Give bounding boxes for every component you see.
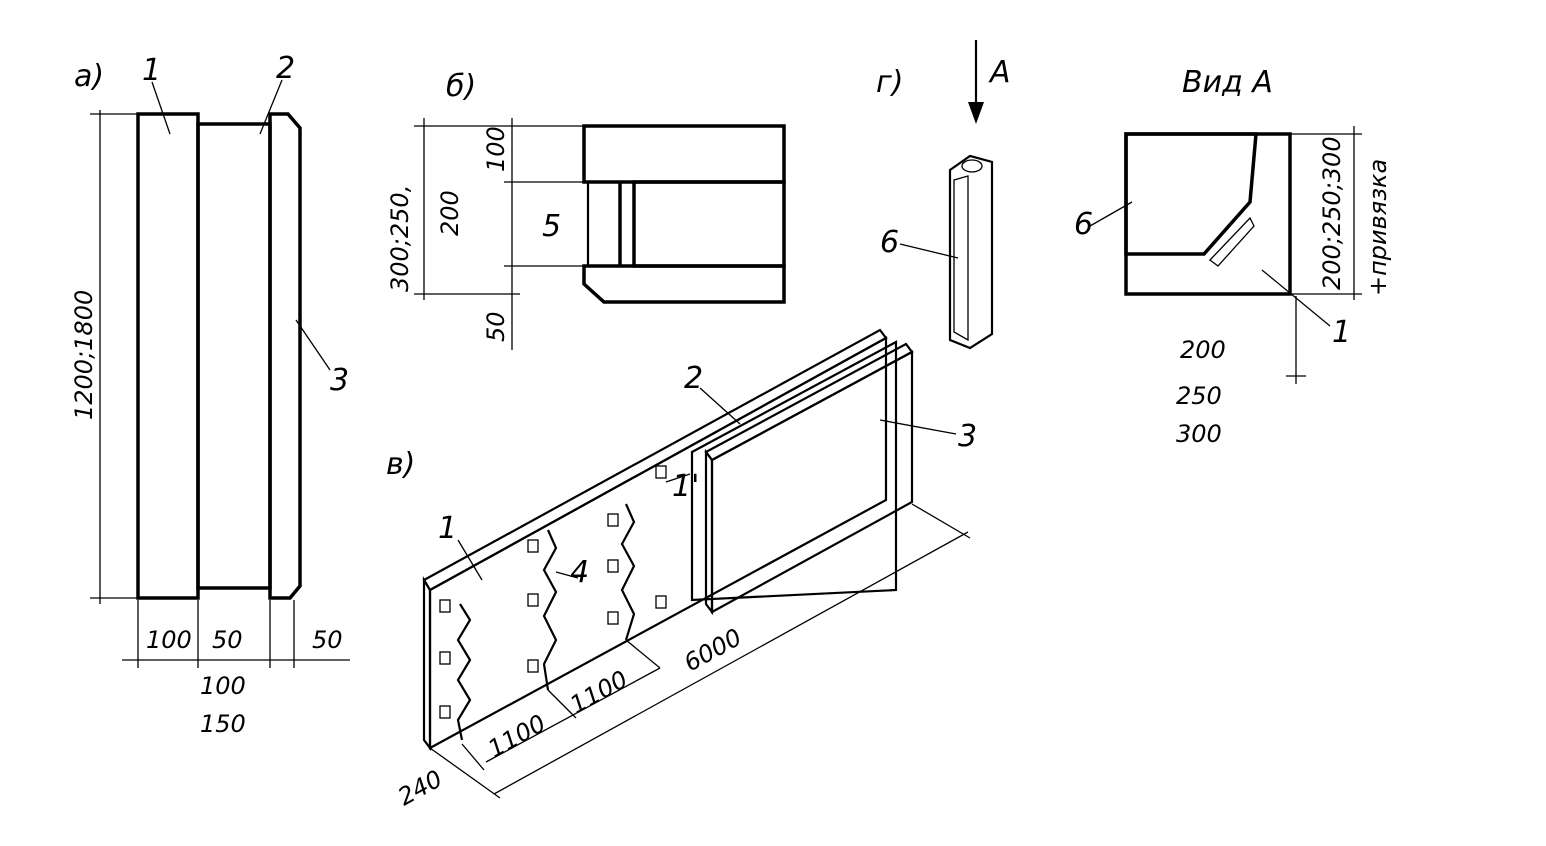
dim-edge-value: 240 [393,765,447,812]
view-a-title: Вид А [1182,65,1273,100]
layer-1-concrete [136,112,200,600]
layer-2-insulation [196,122,272,590]
view-a-tag: а) [74,59,104,94]
panel-2-insulation [690,340,898,602]
corner-insert [1209,216,1255,267]
view-a-detail: Вид А 6 1 200;250;300 +привязка 200 250 … [1074,65,1392,448]
corner-insulation [1124,132,1258,256]
dim-span2-value: 1100 [565,665,632,719]
ext-line [911,503,971,539]
dim-w2: 250 [1176,382,1222,410]
part-label-1: 1 [142,53,161,88]
loop-connectors [439,465,667,719]
leader-3 [879,419,957,435]
part-label-6: 6 [880,225,899,260]
part-label-1b: 1' [672,469,699,504]
column-top [961,159,983,173]
dim-bottom-value: 50 [482,311,510,342]
dim-w2: 50 [212,626,243,654]
column-insulation [953,175,969,342]
dim-w1: 200 [1180,336,1226,364]
dim-height-value: 1200;1800 [70,290,98,420]
view-b-section: б) 300;250, 200 100 50 5 [386,69,786,350]
view-arrow-head [968,102,984,124]
top-slab [582,124,786,184]
ext-line [547,689,577,719]
leader-4 [555,571,579,579]
leader-1 [151,81,171,135]
joint-element-5 [586,180,636,268]
dim-total1: 100 [200,672,246,700]
dim-height-value: 200;250;300 [1318,136,1346,290]
dim-w3: 300 [1176,420,1222,448]
view-g-section: г) А 6 [876,40,1011,350]
leader-2 [259,79,283,135]
layer-3-facing [268,112,302,600]
dim-length-line [493,531,969,795]
view-g-tag: г) [876,65,903,100]
part-label-4: 4 [570,555,589,590]
dim-span1-value: 1100 [483,709,550,763]
part-label-2: 2 [684,361,703,396]
panel-1-face [428,336,888,750]
dim-top-value: 100 [482,126,510,172]
dim-w3: 50 [312,626,343,654]
part-label-3: 3 [958,419,977,454]
dim-edge-line [461,743,485,771]
ext-line [429,747,501,799]
dim-outer2-value: 200 [436,190,464,236]
dim-outer-value: 300;250, [386,185,414,292]
part-label-2: 2 [276,51,295,86]
panel-3-face [710,350,914,614]
dim-total2: 150 [200,710,246,738]
view-a-section: а) 1 2 3 1200;1800 100 50 50 100 150 [70,51,350,738]
leader-6 [1089,201,1133,227]
dim-binding-value: +привязка [1364,159,1392,296]
panel-3-edge [704,448,714,616]
leader-1b [665,473,691,483]
leader-1 [457,539,483,581]
reinforcement-4 [456,503,636,741]
part-label-3: 3 [330,363,349,398]
dim-w1: 100 [146,626,192,654]
part-label-5: 5 [542,209,561,244]
dim-length-value: 6000 [679,623,746,677]
view-v-tag: в) [386,447,415,482]
panel-1-top-edge [422,328,888,592]
corner-block [1124,132,1292,296]
insulation-block [632,180,786,268]
view-v-section: в) 1 1' 2 3 4 [386,328,977,812]
leader-3 [295,319,331,371]
arrow-label-a: А [988,55,1011,90]
view-b-tag: б) [446,69,476,104]
part-label-1: 1 [1332,315,1351,350]
bottom-slab [582,264,786,304]
leader-6 [899,243,959,259]
ext-line [625,639,661,669]
leader-2 [699,387,741,425]
part-label-1: 1 [438,511,457,546]
part-label-6: 6 [1074,207,1093,242]
corner-column [948,154,994,350]
panel-3-top [704,342,914,462]
